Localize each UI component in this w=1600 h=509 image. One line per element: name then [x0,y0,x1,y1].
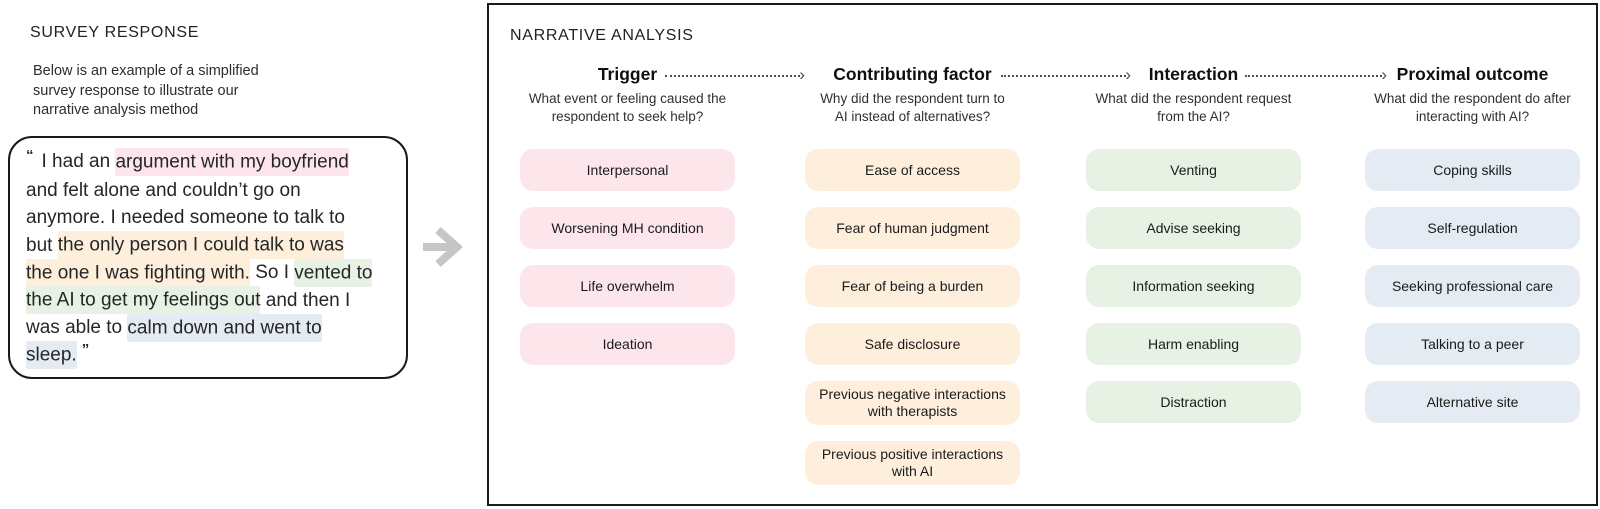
arrowhead: › [799,65,805,84]
category-pill: Life overwhelm [520,265,735,307]
column-contributing-factor-question: Why did the respondent turn to AI instea… [820,91,1005,124]
arrowhead: › [1125,65,1131,84]
survey-response-panel: SURVEY RESPONSE Below is an example of a… [0,0,487,509]
column-proximal-outcome-question: What did the respondent do after interac… [1374,91,1571,124]
column-interaction-label: Interaction [1148,64,1239,84]
category-pill: Harm enabling [1086,323,1301,365]
category-pill: Previous negative interactions with ther… [805,381,1020,425]
category-pill: Self-regulation [1365,207,1580,249]
column-trigger-label: Trigger [597,64,658,84]
category-pill: Talking to a peer [1365,323,1580,365]
category-pill: Fear of being a burden [805,265,1020,307]
category-pill: Information seeking [1086,265,1301,307]
category-pill: Coping skills [1365,149,1580,191]
quote-segment: argument with my boyfriend [115,147,349,176]
category-pill: Advise seeking [1086,207,1301,249]
category-pill: Fear of human judgment [805,207,1020,249]
quote-segment: I had an [41,151,116,172]
right-arrow-icon [421,220,467,274]
dotted-line [665,74,801,77]
survey-quote-box: “I had an argument with my boyfriend and… [8,136,408,379]
open-quote-mark: “ [26,147,34,164]
survey-quote-text: “I had an argument with my boyfriend and… [26,147,374,370]
narrative-analysis-panel: NARRATIVE ANALYSIS Trigger What event or… [487,3,1598,506]
column-contributing-factor-label: Contributing factor [833,64,992,84]
quote-segment: and then I was able to [26,289,351,339]
column-interaction-question: What did the respondent request from the… [1095,91,1292,124]
column-proximal-outcome: Proximal outcome What did the respondent… [1365,63,1580,423]
narrative-analysis-title: NARRATIVE ANALYSIS [510,27,694,44]
category-pill: Alternative site [1365,381,1580,423]
category-pill: Ease of access [805,149,1020,191]
column-trigger-question: What event or feeling caused the respond… [528,91,727,124]
category-pill: Venting [1086,149,1301,191]
column-contributing-factor: Contributing factor Why did the responde… [805,63,1020,485]
column-proximal-outcome-label: Proximal outcome [1396,64,1549,84]
category-pill: Worsening MH condition [520,207,735,249]
quote-segment: So I [249,262,295,283]
dotted-arrow-icon: › [1245,65,1387,84]
category-pill: Ideation [520,323,735,365]
category-pill: Interpersonal [520,149,735,191]
arrowhead: › [1381,65,1387,84]
quote-segments: I had an argument with my boyfriend and … [26,147,373,369]
column-trigger: Trigger What event or feeling caused the… [520,63,735,365]
dotted-arrow-icon: › [1001,65,1131,84]
category-pill: Distraction [1086,381,1301,423]
category-pill: Seeking professional care [1365,265,1580,307]
survey-response-title: SURVEY RESPONSE [30,24,200,41]
column-interaction: Interaction What did the respondent requ… [1086,63,1301,423]
dotted-arrow-icon: › [665,65,805,84]
category-pill: Safe disclosure [805,323,1020,365]
category-pill: Previous positive interactions with AI [805,441,1020,485]
close-quote-mark: ” [81,340,90,358]
quote-segment: and felt alone and couldn’t go on anymor… [26,179,345,256]
dotted-line [1001,74,1127,77]
survey-response-description: Below is an example of a simplified surv… [33,63,259,118]
dotted-line [1245,74,1383,77]
